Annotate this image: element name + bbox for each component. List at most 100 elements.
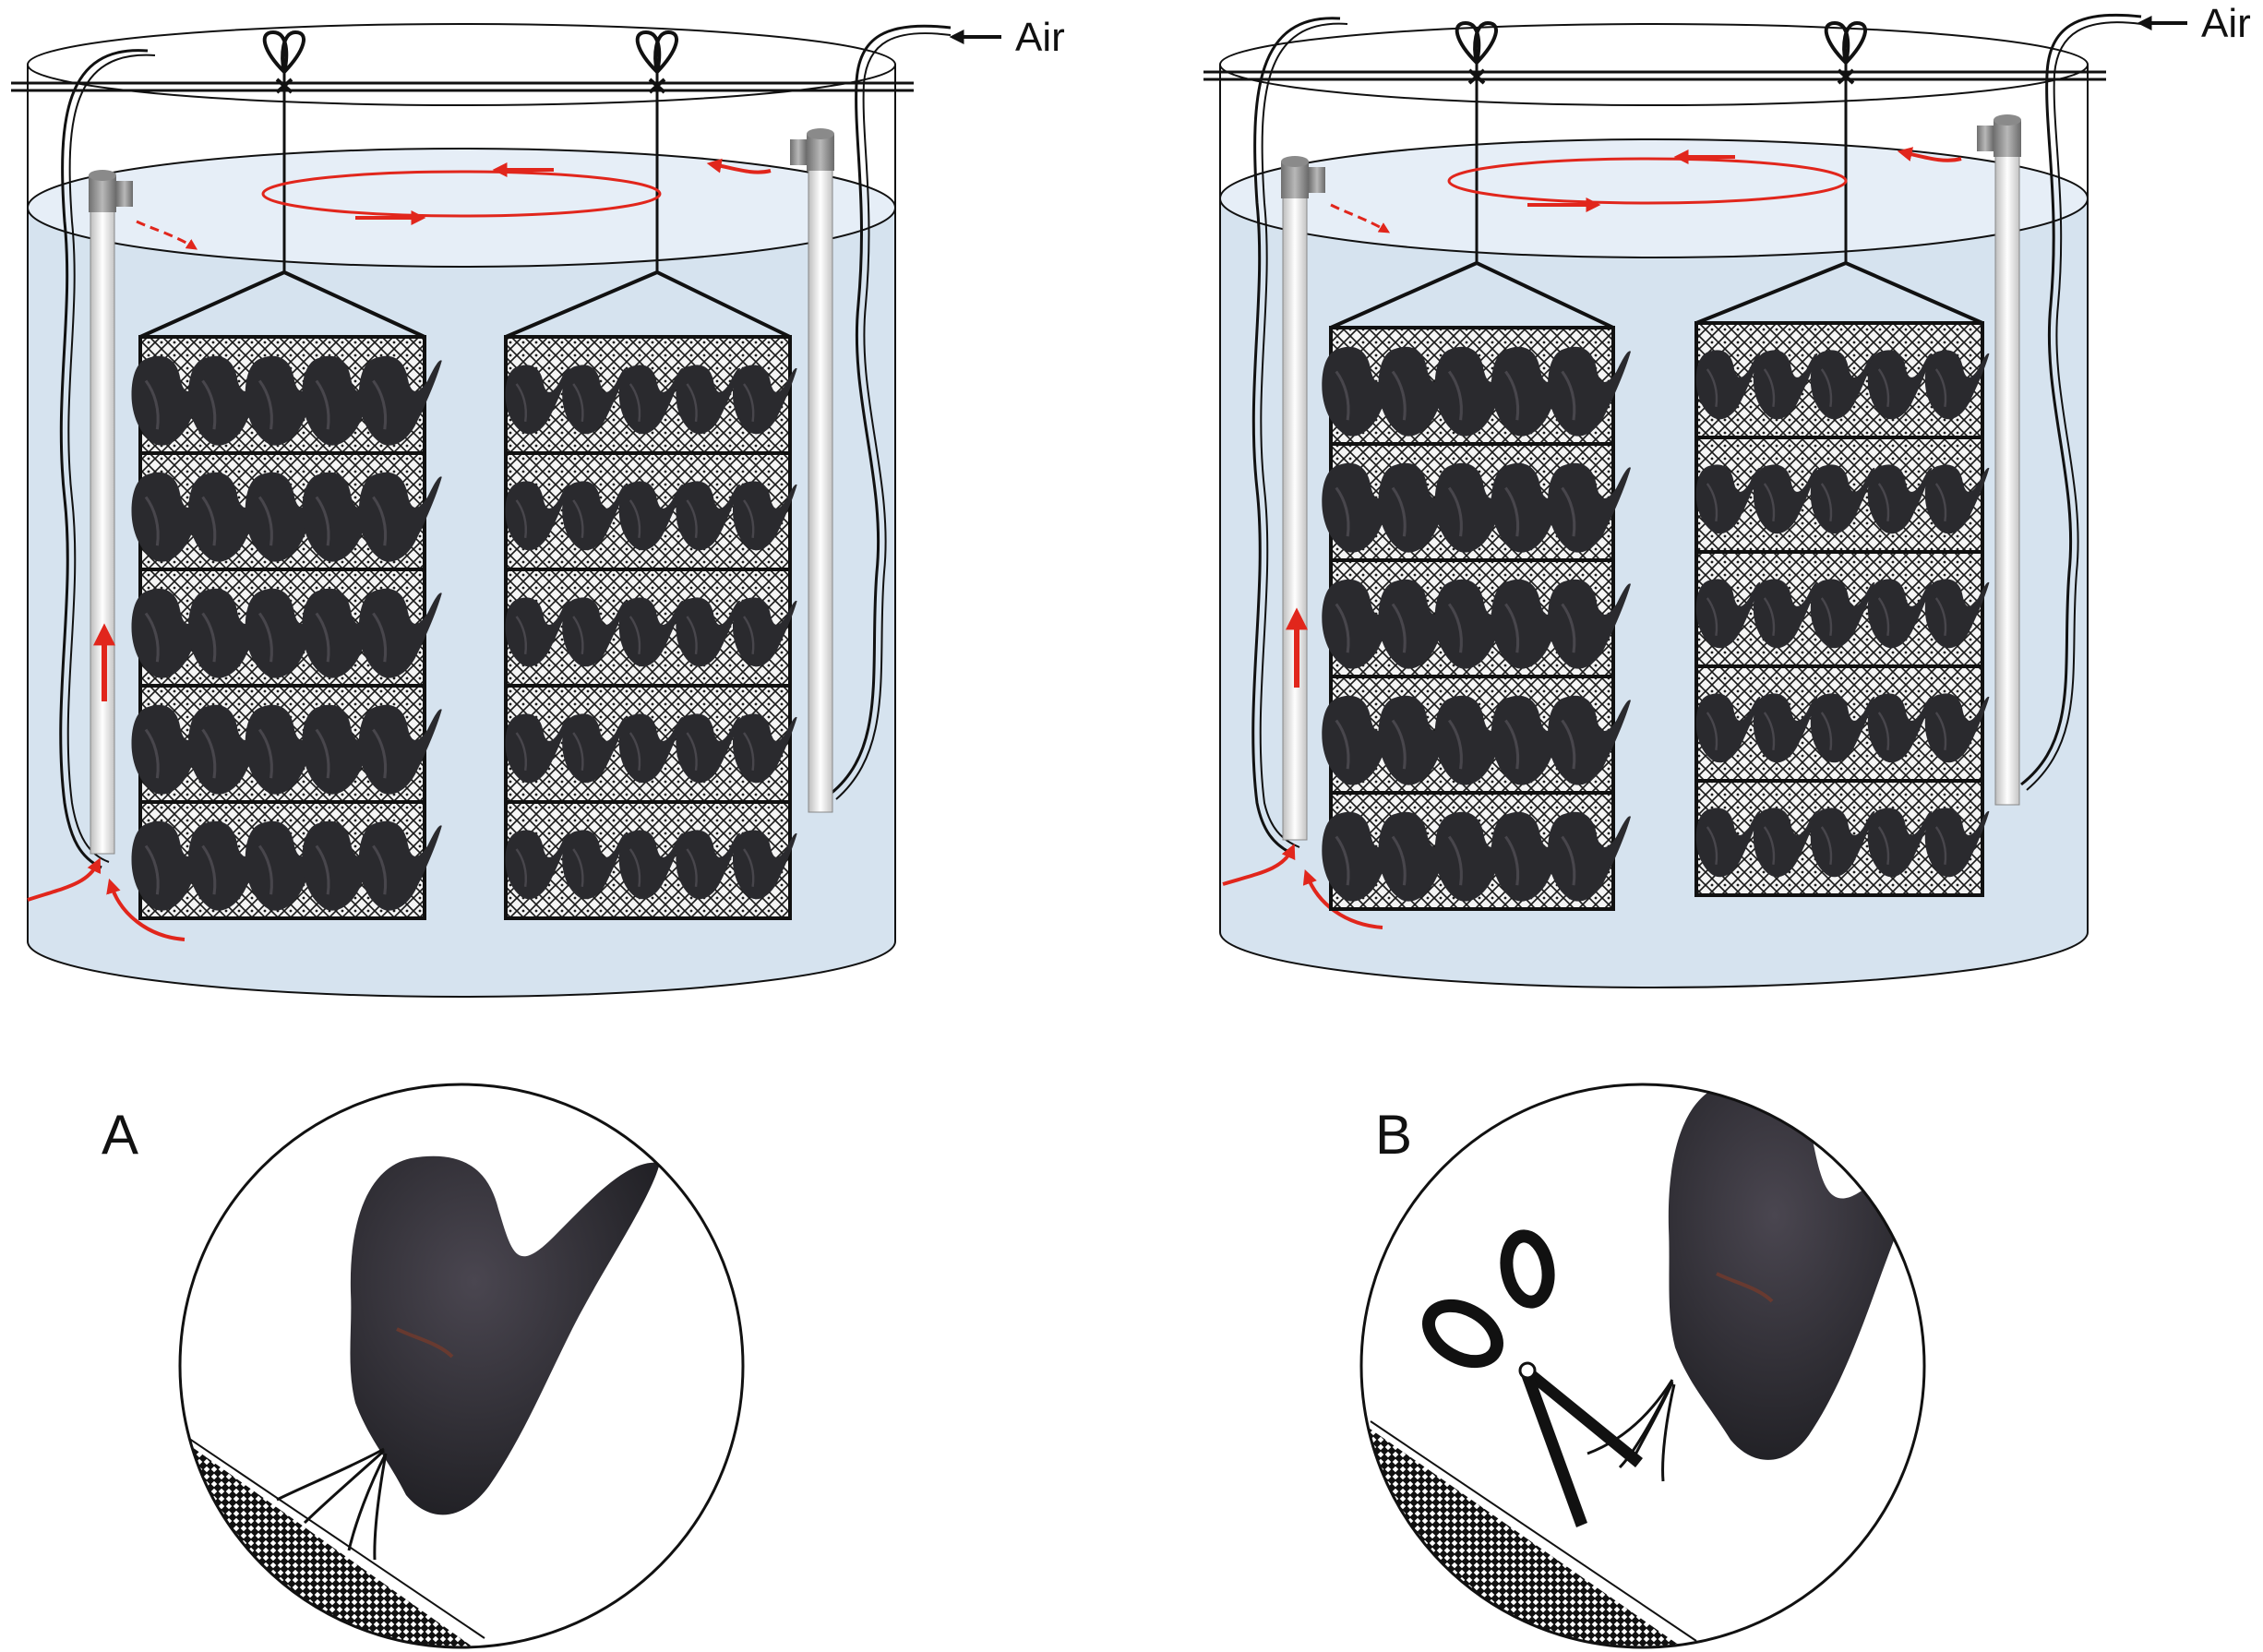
mussel-icon [1924, 350, 1990, 420]
mussel-icon [188, 472, 271, 562]
mussel-icon [302, 820, 386, 911]
mussel-icon [358, 588, 442, 678]
mussel-icon [676, 365, 740, 435]
mussel-icon [1434, 579, 1518, 669]
mussel-icon [302, 472, 386, 562]
mussel-icon [245, 355, 329, 446]
mussel-icon [188, 820, 271, 911]
mussel-icon [358, 704, 442, 795]
mussel-icon [1322, 695, 1406, 785]
mussel-icon [1548, 346, 1631, 437]
mussel-icon [1378, 462, 1462, 553]
mussel-icon [302, 704, 386, 795]
mussel-icon [1378, 579, 1462, 669]
mussel-icon [358, 472, 442, 562]
panel-label-b: B [1375, 1104, 1412, 1166]
mussel-icon [358, 355, 442, 446]
mussel-icon [188, 588, 271, 678]
mussel-icon [505, 597, 570, 667]
mussel-icon [618, 481, 684, 551]
mussel-icon [1753, 579, 1818, 649]
mussel-cage [1322, 260, 1631, 911]
mussel-icon [1491, 346, 1575, 437]
mussel-icon [618, 713, 684, 784]
mussel-icon [733, 713, 797, 784]
mussel-icon [1695, 579, 1761, 649]
mussel-icon [188, 704, 271, 795]
mussel-icon [676, 481, 740, 551]
mussel-icon [1924, 808, 1990, 878]
mussel-icon [1434, 346, 1518, 437]
mussel-icon [245, 588, 329, 678]
mussel-icon [131, 588, 215, 678]
mussel-icon [1867, 350, 1933, 420]
mussel-icon [1810, 808, 1875, 878]
mussel-icon [618, 597, 684, 667]
mussel-icon [350, 1155, 660, 1515]
mussel-icon [505, 365, 570, 435]
mussel-icon [1867, 693, 1933, 763]
air-label: Air [2201, 1, 2251, 46]
mussel-icon [1810, 464, 1875, 534]
mussel-icon [1753, 350, 1818, 420]
mussel-icon [1548, 462, 1631, 553]
mussel-icon [676, 713, 740, 784]
mussel-icon [1322, 346, 1406, 437]
mussel-icon [505, 830, 570, 900]
mussel-icon [676, 830, 740, 900]
mussel-icon [1491, 462, 1575, 553]
bow-knot-icon [1824, 20, 1867, 85]
mussel-icon [131, 472, 215, 562]
mussel-icon [1695, 464, 1761, 534]
mussel-icon [618, 830, 684, 900]
mussel-icon [302, 355, 386, 446]
bow-knot-icon [1455, 20, 1498, 85]
mussel-icon [1867, 579, 1933, 649]
mussel-icon [733, 597, 797, 667]
mussel-icon [1434, 695, 1518, 785]
mussel-icon [1668, 1084, 1924, 1460]
mussel-cage [1694, 260, 1990, 897]
scissors-icon [1422, 1229, 1643, 1527]
mussel-icon [245, 820, 329, 911]
mussel-icon [1753, 693, 1818, 763]
mussel-icon [1867, 464, 1933, 534]
mussel-icon [1810, 693, 1875, 763]
mussel-icon [733, 830, 797, 900]
mussel-icon [1548, 811, 1631, 902]
bow-knot-icon [262, 30, 305, 94]
mussel-icon [1810, 350, 1875, 420]
mussel-icon [1810, 579, 1875, 649]
mussel-icon [1695, 693, 1761, 763]
mussel-icon [1491, 695, 1575, 785]
mussel-icon [1924, 464, 1990, 534]
mussel-icon [1434, 811, 1518, 902]
mussel-icon [358, 820, 442, 911]
inset-a: A [102, 1083, 745, 1649]
mussel-icon [131, 355, 215, 446]
mussel-icon [505, 481, 570, 551]
mussel-icon [1548, 695, 1631, 785]
mussel-icon [733, 481, 797, 551]
mussel-icon [1491, 811, 1575, 902]
mussel-icon [1378, 811, 1462, 902]
mussel-icon [1924, 693, 1990, 763]
panel-label-a: A [102, 1104, 138, 1166]
mussel-icon [562, 713, 627, 784]
mussel-icon [1867, 808, 1933, 878]
mussel-icon [1378, 695, 1462, 785]
mussel-icon [1753, 808, 1818, 878]
mussel-icon [188, 355, 271, 446]
mussel-icon [1434, 462, 1518, 553]
mussel-icon [1924, 579, 1990, 649]
bow-knot-icon [635, 30, 678, 94]
mussel-cage [504, 269, 797, 920]
mussel-icon [562, 597, 627, 667]
mussel-icon [1322, 462, 1406, 553]
mussel-icon [131, 704, 215, 795]
mussel-icon [733, 365, 797, 435]
mussel-icon [562, 481, 627, 551]
mussel-icon [1548, 579, 1631, 669]
mussel-icon [302, 588, 386, 678]
